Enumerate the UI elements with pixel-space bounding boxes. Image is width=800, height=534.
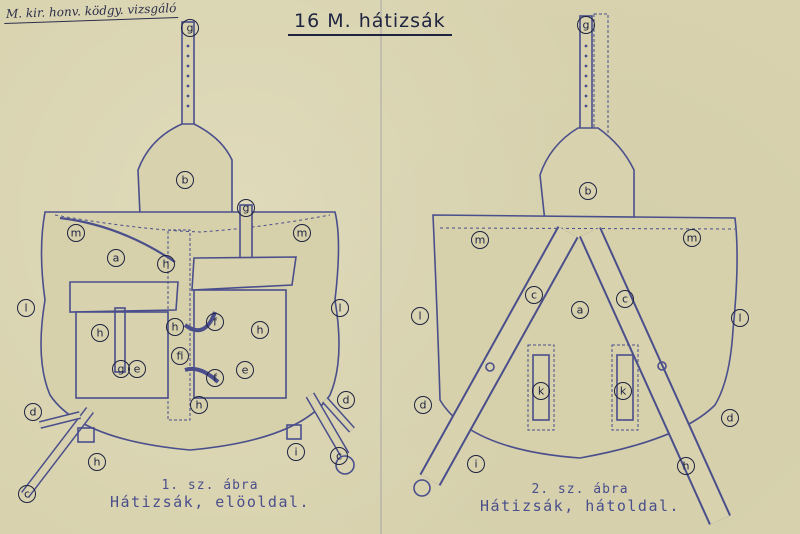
svg-text:f: f: [213, 372, 218, 385]
svg-text:c: c: [336, 450, 342, 463]
svg-text:c: c: [531, 289, 537, 302]
svg-text:h: h: [163, 258, 170, 271]
svg-text:h: h: [683, 460, 690, 473]
svg-text:c: c: [622, 293, 628, 306]
svg-text:k: k: [538, 385, 545, 398]
svg-text:l: l: [738, 312, 741, 325]
figure-2-caption: 2. sz. ábra Hátizsák, hátoldal.: [470, 482, 690, 515]
svg-text:d: d: [30, 406, 37, 419]
svg-text:m: m: [71, 227, 82, 240]
figure-2-back-drawing: [413, 13, 738, 525]
page-fold-line: [380, 0, 382, 534]
figure-1-front-drawing: [21, 21, 355, 499]
svg-text:g: g: [187, 22, 194, 35]
svg-text:l: l: [418, 310, 421, 323]
svg-text:g: g: [118, 363, 125, 376]
svg-text:h: h: [97, 327, 104, 340]
figure-2-number: 2. sz. ábra: [531, 482, 629, 497]
figure-2-labels: g b m m c c a l l k k d d i h: [411, 16, 749, 475]
svg-text:h: h: [257, 324, 264, 337]
svg-text:g: g: [243, 202, 250, 215]
svg-text:h: h: [94, 456, 101, 469]
page-title: 16 M. hátizsák: [288, 10, 452, 36]
svg-text:h: h: [196, 399, 203, 412]
svg-text:i: i: [294, 446, 297, 459]
svg-text:e: e: [134, 363, 141, 376]
svg-text:e: e: [242, 364, 249, 377]
svg-text:m: m: [687, 232, 698, 245]
figure-1-caption: 1. sz. ábra Hátizsák, elöoldal.: [90, 478, 330, 511]
figure-1-number: 1. sz. ábra: [161, 478, 259, 493]
svg-text:d: d: [420, 399, 427, 412]
svg-text:b: b: [585, 185, 592, 198]
svg-text:c: c: [24, 488, 30, 501]
svg-text:b: b: [182, 174, 189, 187]
figure-1-description: Hátizsák, elöoldal.: [109, 493, 311, 511]
svg-text:d: d: [343, 394, 350, 407]
figure-1-labels: g b g m m a h l l h h f h fi g e e f h d…: [17, 19, 355, 503]
svg-text:k: k: [620, 385, 627, 398]
svg-text:m: m: [475, 234, 486, 247]
svg-text:a: a: [113, 252, 120, 265]
svg-text:l: l: [24, 302, 27, 315]
svg-text:g: g: [583, 19, 590, 32]
svg-text:a: a: [577, 304, 584, 317]
svg-text:fi: fi: [177, 350, 184, 363]
svg-text:l: l: [338, 302, 341, 315]
svg-text:f: f: [213, 316, 218, 329]
svg-text:m: m: [297, 227, 308, 240]
svg-text:h: h: [172, 321, 179, 334]
figure-2-description: Hátizsák, hátoldal.: [479, 497, 681, 515]
svg-text:i: i: [474, 458, 477, 471]
svg-text:d: d: [727, 412, 734, 425]
